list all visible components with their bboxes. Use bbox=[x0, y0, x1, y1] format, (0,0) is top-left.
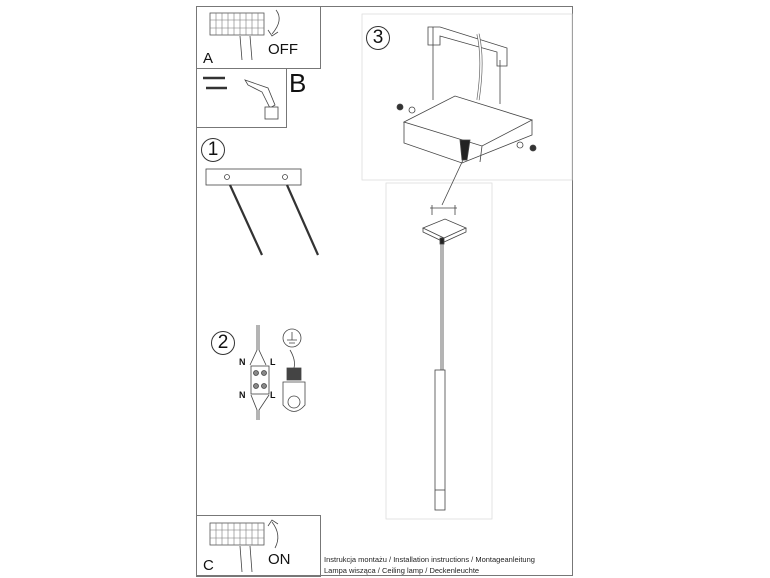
breaker-on-drawing bbox=[209, 519, 279, 573]
footer-instructions-title: Instrukcja montażu / Installation instru… bbox=[324, 555, 535, 564]
canopy-drawing bbox=[396, 95, 537, 206]
wire-n-top: N bbox=[239, 357, 246, 367]
lamp-panel bbox=[385, 182, 493, 520]
step-c-letter: C bbox=[203, 557, 214, 574]
pendant-lamp-drawing bbox=[422, 205, 467, 511]
step3-panel bbox=[361, 13, 573, 181]
step-b-box bbox=[196, 68, 287, 128]
step-a-box: A OFF bbox=[196, 6, 321, 69]
footer-product-type: Lampa wisząca / Ceiling lamp / Deckenleu… bbox=[324, 566, 480, 575]
step-c-box: C ON bbox=[196, 515, 321, 577]
step-b-letter: B bbox=[289, 68, 307, 98]
step-c-action: ON bbox=[268, 551, 291, 568]
terminal-block-drawing bbox=[249, 325, 270, 420]
step-2-number: 2 bbox=[211, 331, 235, 355]
step-1-number: 1 bbox=[201, 138, 225, 162]
step-a-letter: A bbox=[203, 50, 214, 67]
step-a-action: OFF bbox=[268, 41, 298, 58]
instruction-sheet-frame bbox=[196, 6, 573, 576]
ground-terminal-drawing bbox=[282, 328, 306, 412]
ceiling-bracket-drawing bbox=[427, 26, 508, 104]
drill-drawing bbox=[203, 76, 279, 120]
wire-l-bottom: L bbox=[270, 390, 276, 400]
step-3-number: 3 bbox=[366, 26, 390, 50]
mounting-plate-drawing bbox=[205, 168, 320, 256]
breaker-off-drawing bbox=[209, 9, 280, 61]
wire-n-bottom: N bbox=[239, 390, 246, 400]
wire-l-top: L bbox=[270, 357, 276, 367]
